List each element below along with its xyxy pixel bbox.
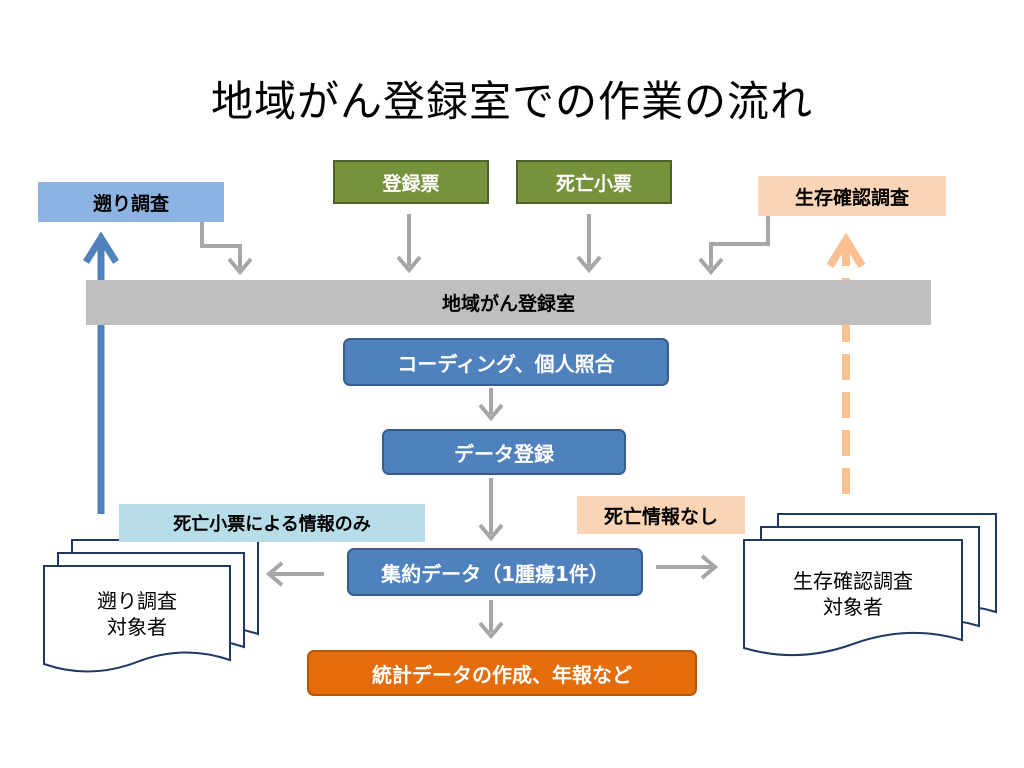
retro-target-line1: 遡り調査 xyxy=(97,589,177,613)
arrow-survival-to-registry xyxy=(709,214,770,268)
data-entry-box: データ登録 xyxy=(382,429,626,475)
retro-target-document-stack xyxy=(43,539,259,673)
survival-target-document-stack xyxy=(743,513,997,657)
coding-box: コーディング、個人照合 xyxy=(343,338,669,386)
registry-bar: 地域がん登録室 xyxy=(86,280,931,325)
survival-target-label: 生存確認調査 対象者 xyxy=(744,568,962,620)
survival-target-line1: 生存確認調査 xyxy=(793,569,913,593)
page-title: 地域がん登録室での作業の流れ xyxy=(210,77,813,126)
statistics-box: 統計データの作成、年報など xyxy=(307,650,697,696)
aggregate-data-box: 集約データ（1腫瘍1件） xyxy=(347,548,643,596)
arrowhead-registration xyxy=(396,255,422,274)
death-only-note: 死亡小票による情報のみ xyxy=(119,504,425,542)
retro-survey-box: 遡り調査 xyxy=(38,182,224,222)
arrowhead-survival-feedback xyxy=(826,232,866,269)
arrowhead-retro-to-registry xyxy=(227,257,253,276)
arrowhead-retro-feedback xyxy=(83,231,119,264)
registration-form-box: 登録票 xyxy=(333,160,489,204)
death-form-box: 死亡小票 xyxy=(516,160,672,204)
arrowhead-retro-target xyxy=(265,561,284,587)
retro-target-label: 遡り調査 対象者 xyxy=(44,588,230,640)
arrowhead-coding xyxy=(478,403,504,422)
arrow-retro-to-registry xyxy=(200,212,242,268)
arrowhead-aggregate xyxy=(478,523,504,542)
arrowhead-survival-to-registry xyxy=(698,257,724,276)
arrowhead-statistics xyxy=(478,621,504,640)
arrowhead-survival-target xyxy=(700,554,719,580)
no-death-info-note: 死亡情報なし xyxy=(577,496,745,534)
arrowhead-death-form xyxy=(576,255,602,274)
survival-survey-box: 生存確認調査 xyxy=(758,176,946,216)
survival-target-line2: 対象者 xyxy=(823,595,883,619)
retro-target-line2: 対象者 xyxy=(107,615,167,639)
